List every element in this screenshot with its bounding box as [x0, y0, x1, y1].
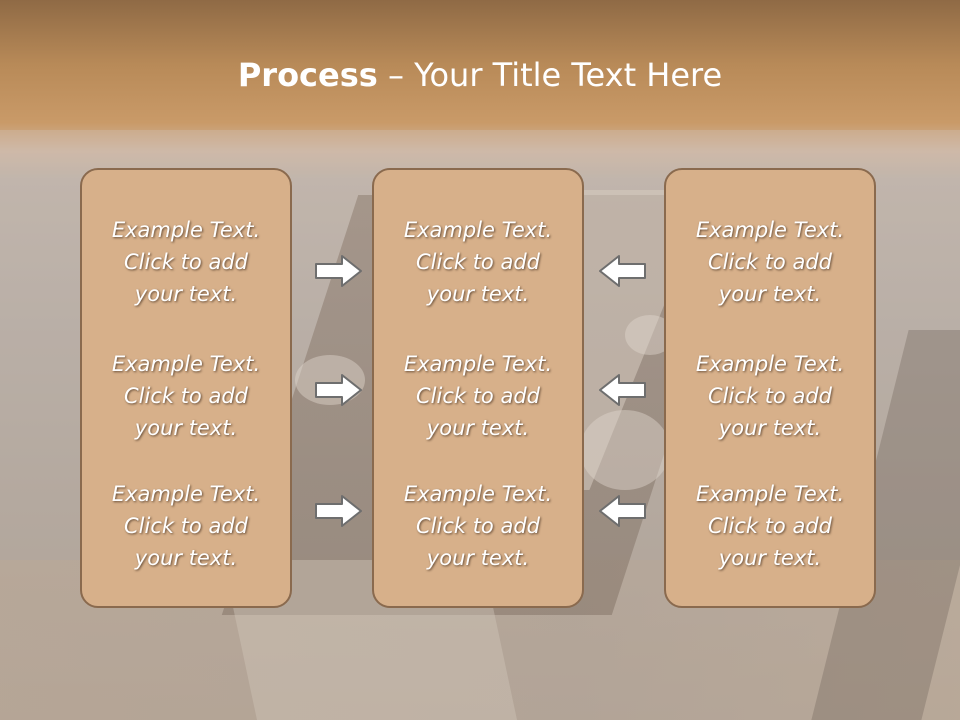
- example-text-line: Example Text.: [695, 352, 845, 376]
- text-box-right[interactable]: Example Text. Click to add your text. Ex…: [664, 168, 876, 608]
- example-text-line: Click to add: [123, 384, 248, 408]
- text-box-center[interactable]: Example Text. Click to add your text. Ex…: [372, 168, 584, 608]
- example-text-line: Click to add: [707, 514, 832, 538]
- right-arrow-icon: [314, 254, 364, 288]
- example-text-line: Example Text.: [403, 352, 553, 376]
- example-text-line: Example Text.: [111, 352, 261, 376]
- example-text-line: Example Text.: [403, 482, 553, 506]
- example-text-line: your text.: [134, 416, 238, 440]
- example-text-line: your text.: [426, 416, 530, 440]
- example-text-line: your text.: [718, 416, 822, 440]
- example-text-line: Click to add: [123, 514, 248, 538]
- example-text[interactable]: Example Text. Click to add your text.: [82, 214, 290, 310]
- example-text[interactable]: Example Text. Click to add your text.: [666, 214, 874, 310]
- example-text[interactable]: Example Text. Click to add your text.: [82, 348, 290, 444]
- example-text-line: Example Text.: [403, 218, 553, 242]
- slide-title[interactable]: Process – Your Title Text Here: [0, 54, 960, 96]
- example-text-line: your text.: [134, 546, 238, 570]
- example-text-line: Click to add: [707, 384, 832, 408]
- example-text[interactable]: Example Text. Click to add your text.: [666, 478, 874, 574]
- left-arrow-icon: [597, 373, 647, 407]
- example-text-line: Click to add: [415, 250, 540, 274]
- example-text[interactable]: Example Text. Click to add your text.: [374, 214, 582, 310]
- example-text-line: your text.: [134, 282, 238, 306]
- left-arrow-icon: [597, 494, 647, 528]
- title-bold: Process: [237, 56, 378, 94]
- example-text-line: your text.: [426, 546, 530, 570]
- right-arrow-icon: [314, 494, 364, 528]
- example-text-line: your text.: [718, 546, 822, 570]
- example-text-line: Click to add: [415, 384, 540, 408]
- example-text-line: your text.: [426, 282, 530, 306]
- background-plate: [580, 410, 670, 490]
- example-text[interactable]: Example Text. Click to add your text.: [666, 348, 874, 444]
- right-arrow-icon: [314, 373, 364, 407]
- example-text[interactable]: Example Text. Click to add your text.: [374, 478, 582, 574]
- example-text[interactable]: Example Text. Click to add your text.: [374, 348, 582, 444]
- example-text-line: your text.: [718, 282, 822, 306]
- example-text-line: Example Text.: [695, 218, 845, 242]
- example-text-line: Example Text.: [111, 218, 261, 242]
- title-rest: – Your Title Text Here: [377, 56, 723, 94]
- left-arrow-icon: [597, 254, 647, 288]
- example-text-line: Example Text.: [111, 482, 261, 506]
- example-text-line: Click to add: [415, 514, 540, 538]
- example-text-line: Click to add: [707, 250, 832, 274]
- example-text-line: Example Text.: [695, 482, 845, 506]
- example-text-line: Click to add: [123, 250, 248, 274]
- text-box-left[interactable]: Example Text. Click to add your text. Ex…: [80, 168, 292, 608]
- example-text[interactable]: Example Text. Click to add your text.: [82, 478, 290, 574]
